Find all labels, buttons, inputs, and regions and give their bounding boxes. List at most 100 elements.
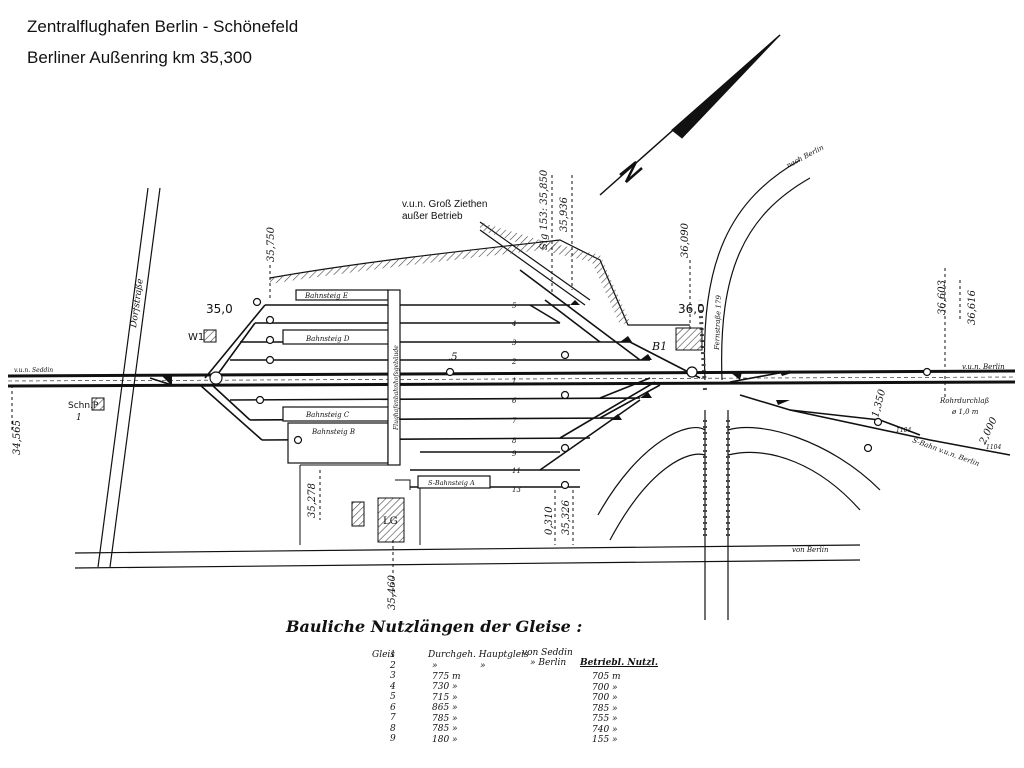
track-number-2: 2 xyxy=(511,358,517,366)
km-ticks xyxy=(11,175,961,600)
km-35850: Sig 153: 35,850 xyxy=(539,169,550,250)
platforms xyxy=(282,289,491,489)
table-cell: 775 m xyxy=(432,671,461,682)
row-gleis: 6 xyxy=(390,702,396,713)
km-2000: 2,000 xyxy=(977,415,1000,447)
schnp-building xyxy=(91,397,105,411)
von-seddin-label: v.u.n. Seddin xyxy=(14,367,53,374)
fernstrasse-label: Fernstraße 179 xyxy=(713,294,723,351)
km-1350: 1,350 xyxy=(870,388,888,419)
station-building-label: Flughafenbahnhofsgebäude xyxy=(393,345,400,431)
table-cell: 740 » xyxy=(592,724,618,735)
track-number-8: 8 xyxy=(512,437,517,445)
km-36090: 36,090 xyxy=(680,222,691,258)
track-number-7: 7 xyxy=(512,417,517,425)
dorfstrasse-label: Dorfstraße xyxy=(129,278,146,329)
table-cell: 755 » xyxy=(592,714,618,724)
w1-label: W1 xyxy=(188,332,204,343)
track-number-5: 5 xyxy=(512,302,517,310)
table-col-betr: Betriebl. Nutzl. xyxy=(580,658,658,668)
km-36603: 36,603 xyxy=(937,280,948,315)
km-36616: 36,616 xyxy=(967,289,978,325)
bahnsteig-d-label: Bahnsteig D xyxy=(305,335,350,343)
km1104a-label: 1104 xyxy=(896,427,911,434)
rohrdurchlass-label: Rohrdurchlaß xyxy=(939,397,990,405)
station-outline xyxy=(299,464,421,545)
track-number-13: 13 xyxy=(512,486,521,494)
embankment-hatch-3 xyxy=(480,222,540,250)
table-col-seddin: von Seddin xyxy=(522,648,573,658)
schnp-label: Schn.P xyxy=(68,401,99,411)
table-cell: 715 » xyxy=(432,692,458,703)
track-number-labels: 1 2 3 4 5 6 7 8 9 11 13 xyxy=(511,302,521,494)
table-betr-column: 705 m 700 » 700 » 785 » 755 » 740 » 155 … xyxy=(592,672,621,746)
groß-ziethen-note-line-1: v.u.n. Groß Ziethen xyxy=(402,199,488,210)
km-0310: 0,310 xyxy=(544,506,555,535)
dorfstrasse-road xyxy=(97,187,161,568)
station-tracks xyxy=(149,269,1011,488)
row-gleis: 4 xyxy=(390,681,396,692)
lg-label: LG xyxy=(383,516,398,527)
table-cell: 700 » xyxy=(592,682,618,693)
table-cell: 730 » xyxy=(432,682,458,692)
groß-ziethen-note: v.u.n. Groß Ziethen außer Betrieb xyxy=(402,199,487,223)
table-row: 8 xyxy=(390,724,396,735)
track-number-1: 1 xyxy=(512,377,516,385)
table-cell: 865 » xyxy=(432,703,458,713)
vun-berlin-label: v.u.n. Berlin xyxy=(962,363,1005,371)
table-row: 9 xyxy=(390,734,396,745)
row-gleis: 7 xyxy=(390,713,396,723)
km-35-0: 35,0 xyxy=(206,302,233,316)
von-berlin-label: von Berlin xyxy=(792,546,829,554)
table-col-berlin: » Berlin xyxy=(530,658,567,668)
bahnsteig-a xyxy=(417,475,491,489)
row-gleis: 1 xyxy=(390,650,396,660)
table-heading: Bauliche Nutzlängen der Gleise : xyxy=(286,617,583,636)
km-35278: 35,278 xyxy=(307,483,318,518)
km-35936: 35,936 xyxy=(559,196,570,232)
nach-berlin-label: nach Berlin xyxy=(785,143,825,170)
switches xyxy=(160,300,795,420)
table-cell: 785 » xyxy=(592,703,618,714)
table-row: 5 xyxy=(390,692,396,703)
table-cell: 785 » xyxy=(432,713,458,724)
north-arrow-icon xyxy=(599,34,781,196)
table-gleis-column: 1 2 3 4 5 6 7 8 9 xyxy=(390,650,396,745)
b1-label: B1 xyxy=(651,340,667,353)
table-row: 4 xyxy=(390,682,396,693)
table-row: 1 xyxy=(390,650,396,661)
gleis-5-label: .5 xyxy=(448,352,458,363)
signals xyxy=(209,297,932,490)
table-cell: 785 » xyxy=(432,724,458,734)
km-35750: 35,750 xyxy=(266,226,277,262)
km1104b-label: 1104 xyxy=(986,444,1001,451)
small-building xyxy=(351,501,365,527)
sbahn-berlin-label: S-Bahn v.u.n. Berlin xyxy=(911,436,981,468)
table-row: 6 xyxy=(390,703,396,714)
track-number-6: 6 xyxy=(512,397,517,405)
table-row: 2 xyxy=(390,661,396,672)
table-col-durch: Durchgeh. Hauptgleis xyxy=(428,650,529,660)
main-tracks xyxy=(7,369,1016,388)
km-35326: 35,326 xyxy=(561,499,572,535)
table-cell: » xyxy=(432,661,438,671)
rohr-dm-label: ø 1,0 m xyxy=(951,408,979,416)
row-gleis: 9 xyxy=(390,734,396,744)
row-gleis: 3 xyxy=(390,671,396,681)
track-number-4: 4 xyxy=(511,320,516,328)
b1-building xyxy=(675,327,703,351)
table-row: 7 xyxy=(390,713,396,724)
embankment-hatch xyxy=(270,240,560,284)
km-35460: 35,460 xyxy=(387,574,398,610)
table-row: 3 xyxy=(390,671,396,682)
bottom-road xyxy=(74,544,861,569)
track-number-11: 11 xyxy=(512,467,521,475)
table-cell: 705 m xyxy=(592,672,621,682)
title-line-2: Berliner Außenring km 35,300 xyxy=(27,48,252,67)
groß-ziethen-note-line-2: außer Betrieb xyxy=(402,211,463,222)
row-gleis: 8 xyxy=(390,723,396,734)
bahnsteig-e-label: Bahnsteig E xyxy=(304,292,348,300)
row-gleis: 2 xyxy=(390,660,396,671)
schnp-number: 1 xyxy=(76,413,82,423)
